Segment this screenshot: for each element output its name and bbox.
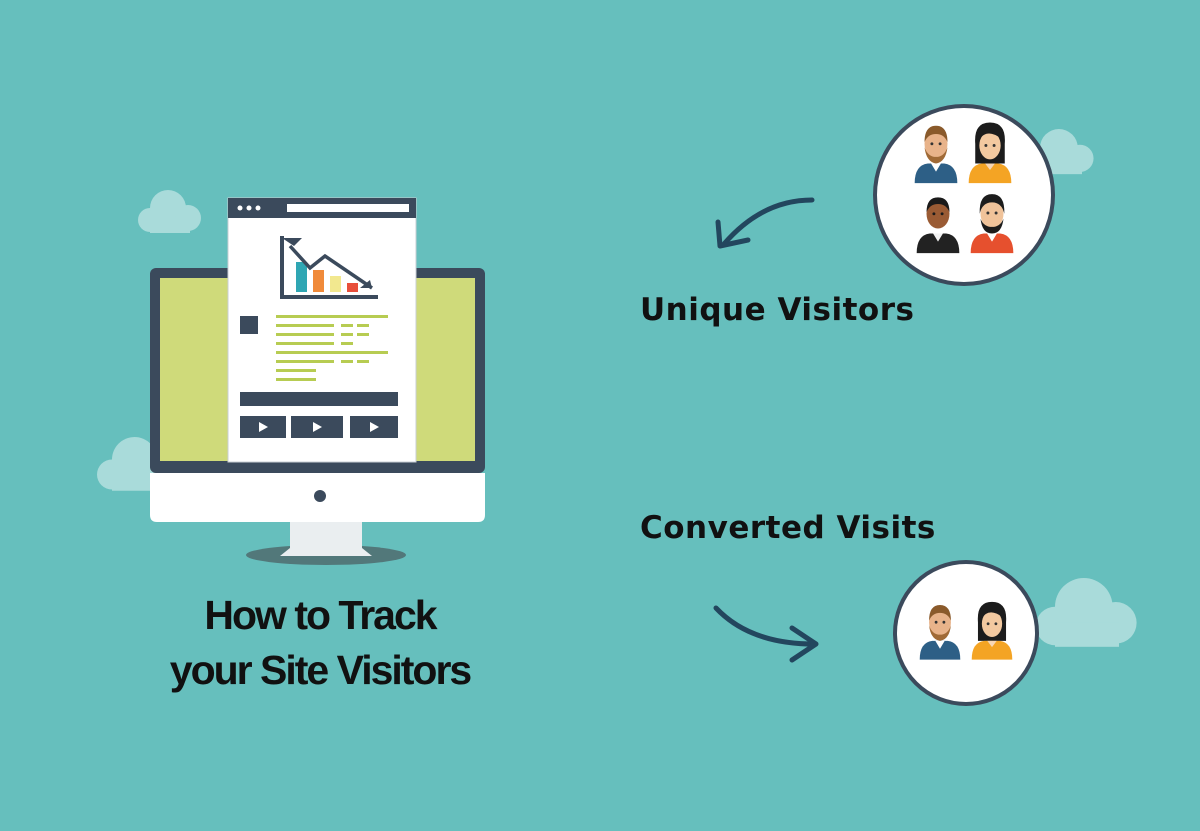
title-line-2: your Site Visitors (169, 647, 472, 693)
four-people-group-icon (873, 104, 1055, 286)
play-icon (291, 416, 343, 438)
text-lines (276, 315, 388, 381)
play-icon (350, 416, 398, 438)
play-icon (240, 416, 286, 438)
converted-visits-label: Converted Visits (640, 510, 936, 546)
two-people-group-icon (893, 560, 1039, 706)
monitor-stand (280, 520, 372, 556)
unique-visitors-label: Unique Visitors (640, 292, 915, 328)
declining-bar-chart-icon (280, 236, 378, 299)
thumbnail (240, 316, 258, 334)
power-button-icon (314, 490, 326, 502)
browser-window (227, 197, 417, 463)
curved-arrow-left-icon (715, 197, 815, 249)
address-bar (287, 204, 409, 212)
progress-bar (240, 392, 398, 406)
title-line-1: How to Track (204, 592, 437, 638)
curved-arrow-right-icon (713, 605, 819, 663)
page-title: How to Track your Site Visitors (120, 588, 520, 698)
